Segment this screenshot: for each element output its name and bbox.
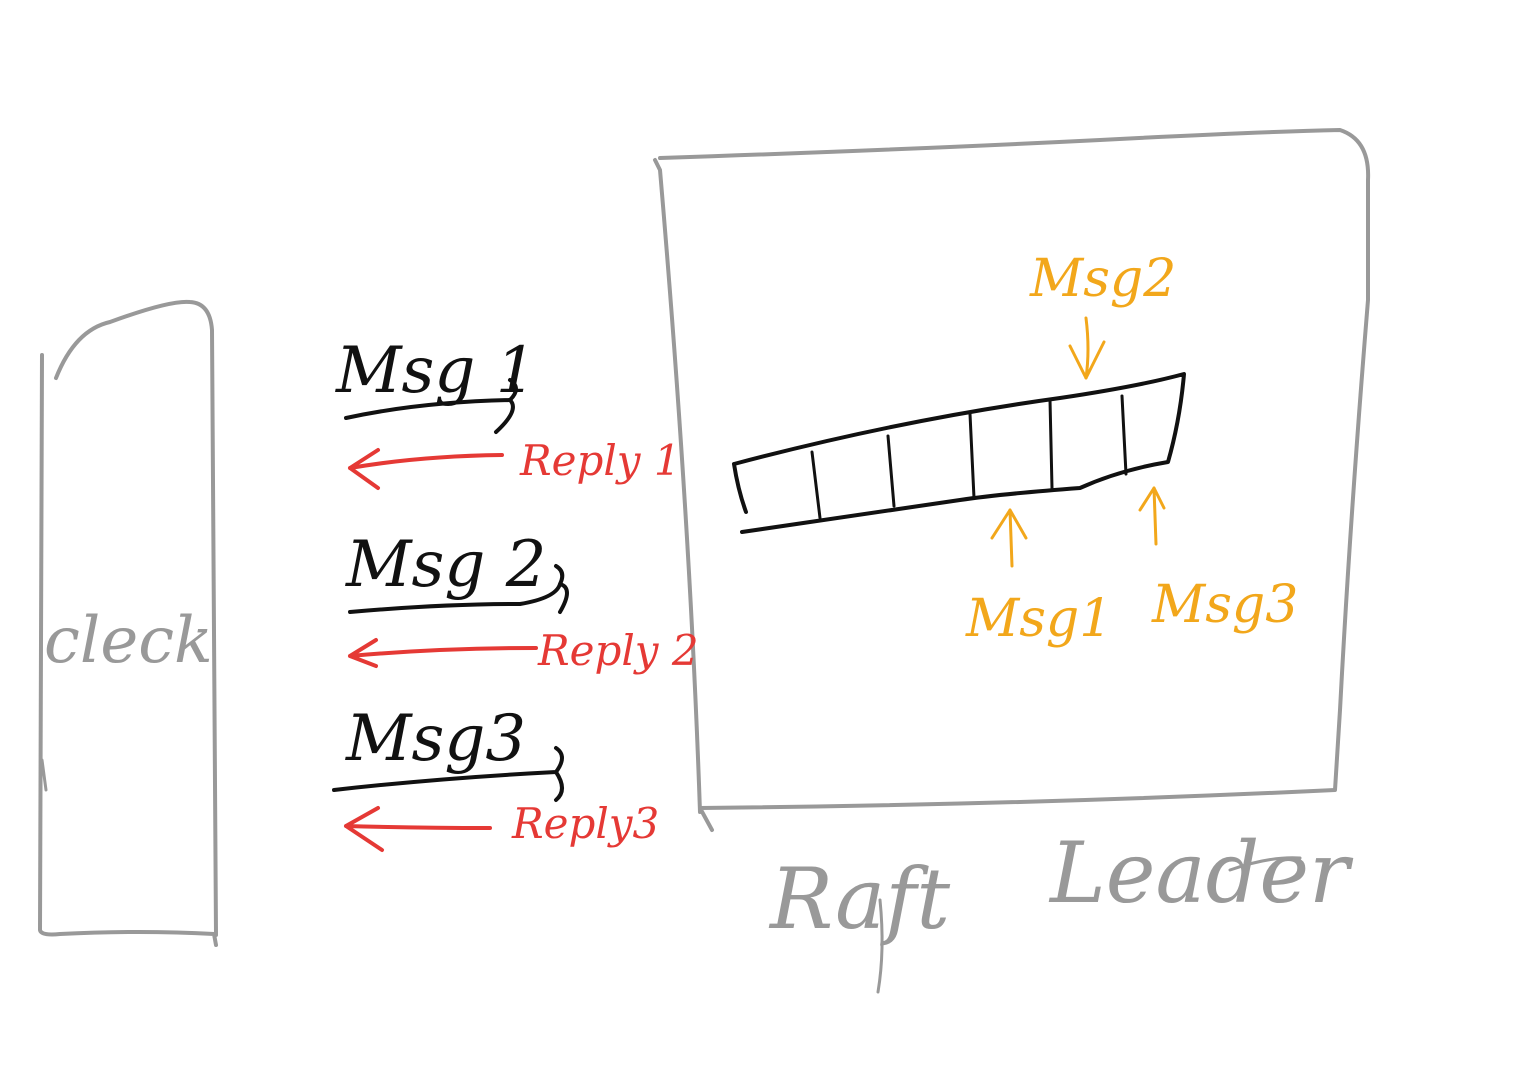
reply-2-label: Reply 2 [537, 626, 699, 675]
message-3-label: Msg3 [345, 702, 526, 776]
reply-2-arrow [348, 638, 538, 668]
raft-log [732, 372, 1186, 534]
reply-1-arrow [348, 448, 504, 490]
message-2-arrow [348, 564, 569, 614]
log-divider-5 [1120, 394, 1128, 476]
reply-1-label: Reply 1 [519, 436, 681, 485]
marker-msg2-label: Msg2 [1029, 249, 1176, 309]
leader-box [653, 128, 1371, 832]
log-divider-1 [810, 450, 822, 520]
marker-msg3: Msg3 [1138, 486, 1298, 635]
message-3-arrow [332, 746, 564, 802]
reply-3-arrow [344, 806, 492, 852]
message-1-group: Msg 1 Reply 1 [335, 334, 681, 490]
message-1-label: Msg 1 [335, 334, 536, 408]
log-divider-4 [1048, 398, 1054, 490]
message-2-group: Msg 2 Reply 2 [345, 528, 699, 675]
leader-label-flourish [1228, 856, 1302, 872]
leader-label-tail [876, 898, 884, 994]
client-box [38, 299, 218, 947]
marker-msg1-arrow [990, 508, 1028, 568]
log-divider-3 [968, 412, 976, 500]
reply-3-label: Reply3 [511, 799, 659, 848]
marker-msg1: Msg1 [965, 508, 1112, 649]
message-2-label: Msg 2 [345, 528, 546, 602]
log-divider-2 [886, 434, 896, 508]
marker-msg2: Msg2 [1029, 249, 1176, 380]
message-3-group: Msg3 Reply3 [332, 702, 659, 852]
marker-msg2-arrow [1068, 316, 1106, 380]
leader-label-raft: Raft [768, 850, 950, 948]
message-1-arrow [344, 378, 518, 434]
leader-label-leader: Leader [1048, 824, 1354, 922]
client-label: cleck [44, 604, 213, 678]
marker-msg3-arrow [1138, 486, 1166, 546]
log-outline [732, 372, 1186, 534]
marker-msg1-label: Msg1 [965, 589, 1112, 649]
marker-msg3-label: Msg3 [1151, 575, 1298, 635]
